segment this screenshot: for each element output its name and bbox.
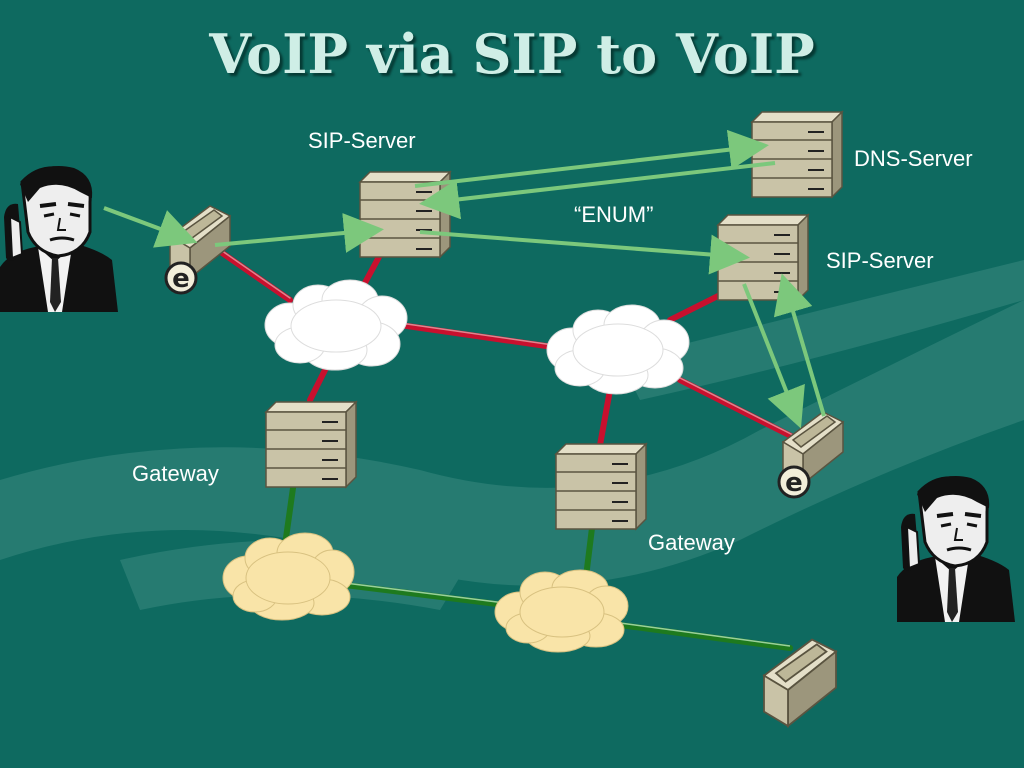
sip-server-right-label: SIP-Server xyxy=(826,248,934,273)
ip-cloud-right xyxy=(546,304,690,395)
dns-server xyxy=(751,111,843,198)
arrow-phone-to-sip-right xyxy=(773,273,826,417)
ip-cloud-left xyxy=(264,279,408,371)
arrow-sip-left-to-sip-right xyxy=(419,230,750,275)
arrow-phone-to-sip-left xyxy=(214,213,384,253)
gateway-left-label: Gateway xyxy=(132,461,219,486)
arrow-sip-to-dns xyxy=(414,129,769,188)
arrow-sip-right-to-phone xyxy=(742,283,805,429)
e-logo-right-icon xyxy=(777,465,811,500)
sip-server-left-label: SIP-Server xyxy=(308,128,416,153)
pstn-cloud-right xyxy=(494,569,629,653)
ip-links xyxy=(212,245,798,448)
pstn-cloud-left xyxy=(222,532,355,621)
e-logo-left-icon xyxy=(164,261,198,296)
signaling-arrows xyxy=(103,129,826,429)
callee-icon xyxy=(895,474,1017,624)
slide-title: VoIP via SIP to VoIP xyxy=(209,22,815,86)
background-shapes xyxy=(0,260,1024,610)
pstn-telephone-icon xyxy=(763,638,837,727)
pstn-links-highlight xyxy=(344,582,791,647)
arrow-dns-to-sip xyxy=(419,161,776,220)
gateway-right xyxy=(555,443,647,530)
arrow-caller-to-phone xyxy=(103,206,198,248)
enum-label: “ENUM” xyxy=(574,202,654,227)
gateway-right-label: Gateway xyxy=(648,530,735,555)
dns-server-label: DNS-Server xyxy=(854,146,973,171)
caller-icon xyxy=(0,164,120,314)
gateway-left xyxy=(265,401,357,488)
